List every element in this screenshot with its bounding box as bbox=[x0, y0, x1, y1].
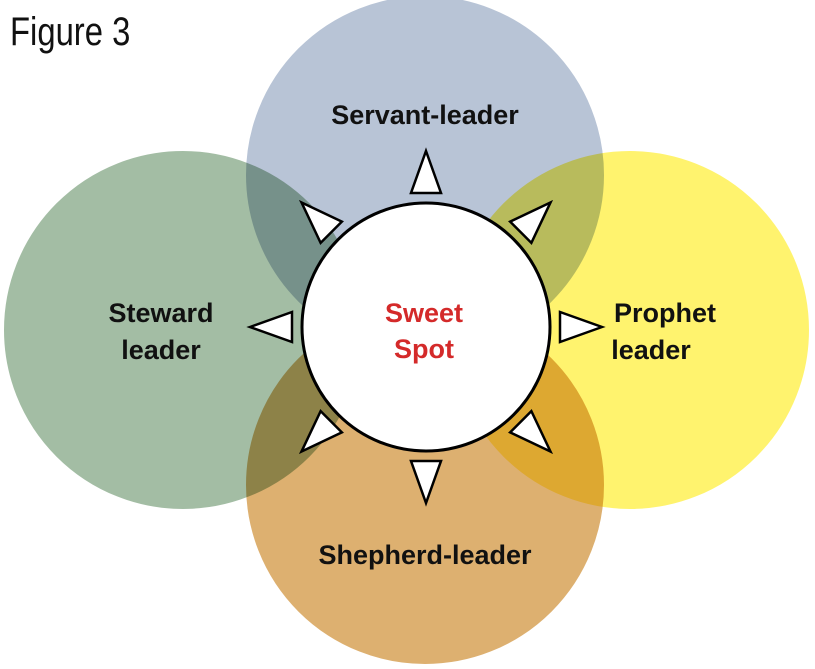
arrow-icon bbox=[508, 409, 554, 455]
arrow-icon bbox=[298, 199, 344, 245]
arrow-icon bbox=[409, 147, 443, 195]
arrows-group bbox=[246, 147, 606, 507]
arrow-icon bbox=[558, 310, 606, 344]
sweet-spot-circle bbox=[300, 201, 552, 453]
prophet-label-line1: Prophet bbox=[614, 298, 716, 328]
sweet-spot-line2: Spot bbox=[394, 334, 454, 364]
steward-label-line2: leader bbox=[121, 335, 201, 365]
arrow-icon bbox=[298, 409, 344, 455]
arrow-icon bbox=[246, 310, 294, 344]
steward-label-line1: Steward bbox=[108, 298, 213, 328]
servant-leader-label: Servant-leader bbox=[331, 100, 519, 130]
arrow-icon bbox=[508, 199, 554, 245]
arrow-icon bbox=[409, 459, 443, 507]
prophet-label-line2: leader bbox=[611, 335, 691, 365]
sweet-spot-line1: Sweet bbox=[385, 298, 463, 328]
figure-title: Figure 3 bbox=[10, 10, 131, 54]
shepherd-leader-label: Shepherd-leader bbox=[318, 540, 532, 570]
